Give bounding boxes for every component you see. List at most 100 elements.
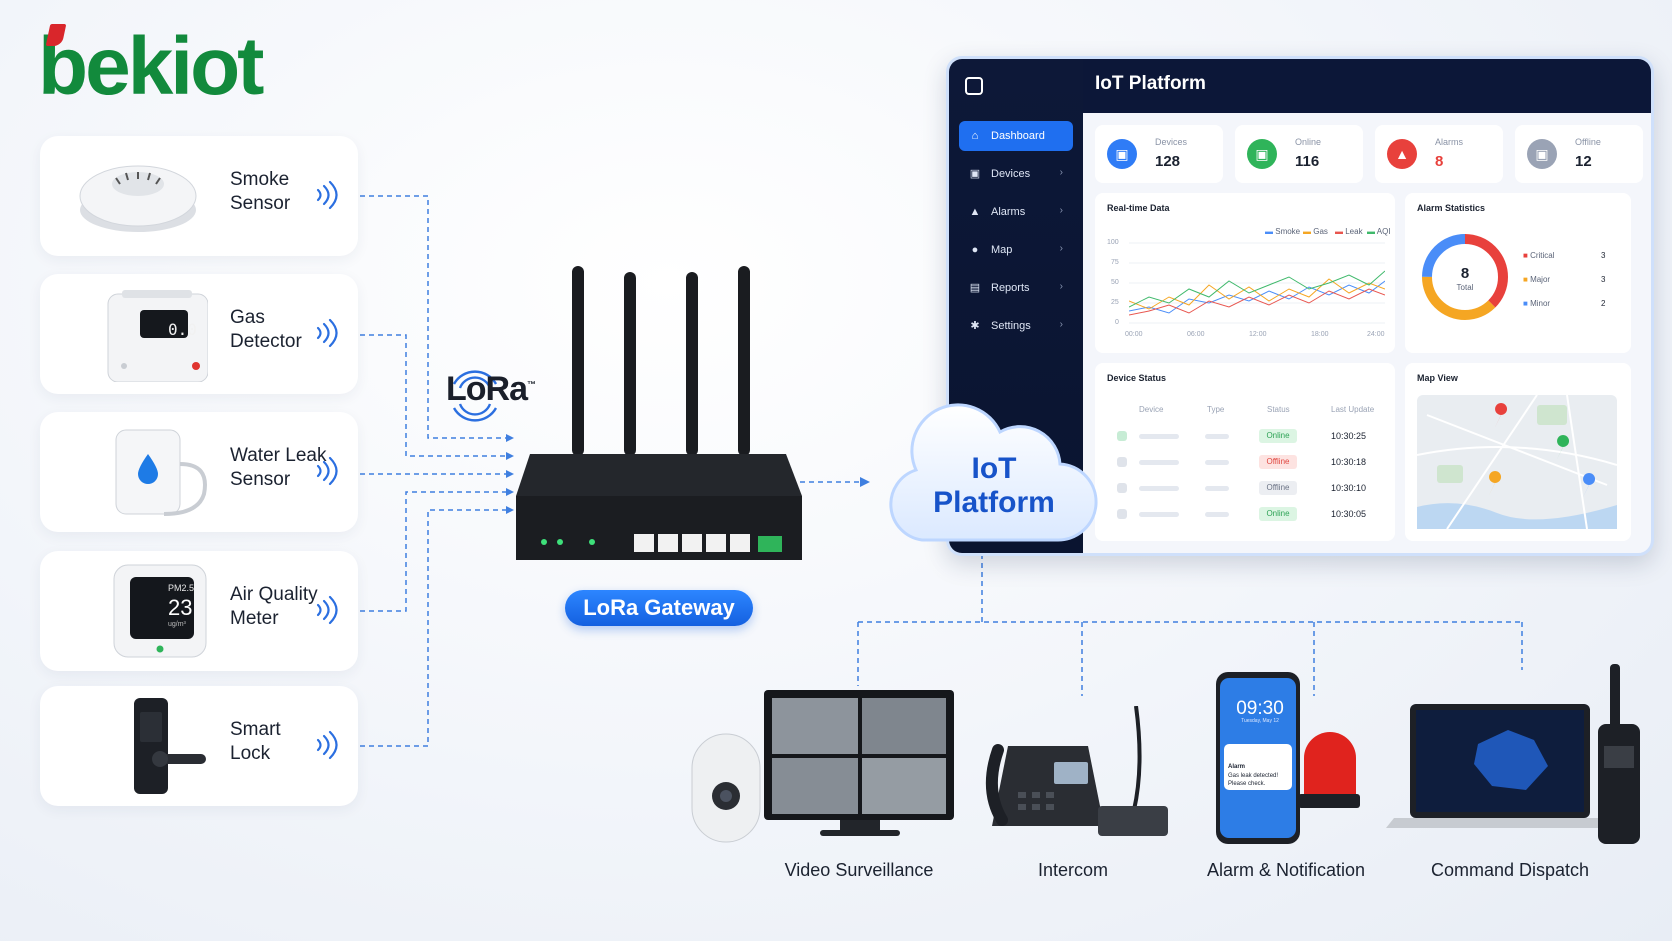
table-header: Status: [1267, 405, 1290, 414]
wireless-signal-icon: [316, 318, 338, 348]
dashboard-title: IoT Platform: [1095, 73, 1206, 94]
wireless-signal-icon: [316, 730, 338, 760]
phone-date: Tuesday, May 12: [1241, 718, 1279, 724]
nav-label: Map: [991, 244, 1013, 256]
alarm-notification-icon: [1216, 672, 1360, 844]
video-surveillance-icon: [691, 690, 954, 843]
notification-title: Alarm: [1228, 764, 1246, 770]
air-quality-meter-icon: [113, 564, 207, 658]
device-name-redacted: [1139, 434, 1179, 439]
nav-item-map[interactable]: ●Map›: [959, 235, 1073, 265]
device-icon: [1117, 431, 1127, 441]
device-icon: [1117, 457, 1127, 467]
home-icon: ⌂: [971, 130, 979, 142]
dashboard-header: IoT Platform: [1083, 59, 1651, 113]
nav-item-alarms[interactable]: ▲Alarms›: [959, 197, 1073, 227]
nav-item-settings[interactable]: ✱Settings›: [959, 311, 1073, 341]
last-update: 10:30:18: [1331, 457, 1367, 467]
map-pin-red[interactable]: [1495, 403, 1508, 427]
chevron-right-icon: ›: [1059, 167, 1063, 178]
lora-trademark: ™: [527, 379, 536, 390]
alarm-item-major: ■ Major: [1523, 275, 1551, 284]
legend-gas: ▬ Gas: [1303, 227, 1328, 236]
map-pin-green[interactable]: [1557, 435, 1570, 459]
alarm-total-value: 8: [1460, 265, 1470, 282]
connector-lock: [360, 509, 512, 747]
command-dispatch-icon: [1386, 664, 1640, 844]
alarm-statistics-panel: Alarm Statistics 8 Total ■ Critical 3 ■ …: [1405, 193, 1631, 353]
air-display-unit: ug/m³: [168, 621, 186, 628]
map-view-panel[interactable]: Map View: [1405, 363, 1631, 541]
chevron-right-icon: ›: [1059, 243, 1063, 254]
connector-air: [360, 491, 512, 612]
notification-body: Please check.: [1228, 781, 1266, 787]
offline-icon: ▣: [1527, 139, 1557, 169]
nav-label: Reports: [991, 282, 1030, 294]
devices-icon: ▣: [1107, 139, 1137, 169]
x-tick: 18:00: [1311, 331, 1329, 338]
last-update: 10:30:05: [1331, 509, 1367, 519]
map-pin-yellow[interactable]: [1489, 471, 1502, 495]
lora-logo-text: LoRa: [446, 370, 528, 408]
panel-title: Map View: [1417, 373, 1458, 383]
y-tick: 25: [1111, 299, 1119, 306]
cloud-icon: [889, 403, 1098, 542]
stat-label: Alarms: [1435, 137, 1464, 147]
y-tick: 100: [1107, 239, 1119, 246]
realtime-data-panel: Real-time Data ▬ Smoke ▬ Gas ▬ Leak ▬ AQ…: [1095, 193, 1395, 353]
stat-value: 116: [1295, 153, 1320, 170]
nav-item-dashboard[interactable]: ⌂ Dashboard: [959, 121, 1073, 151]
stat-value: 12: [1575, 153, 1592, 170]
map-canvas[interactable]: [1417, 395, 1617, 529]
table-header: Device: [1139, 405, 1164, 414]
nav-item-devices[interactable]: ▣Devices›: [959, 159, 1073, 189]
x-tick: 00:00: [1125, 331, 1143, 338]
notification-body: Gas leak detected!: [1228, 773, 1279, 779]
wireless-signal-icon: [316, 180, 338, 210]
nav-label: Dashboard: [991, 130, 1045, 142]
nav-item-reports[interactable]: ▤Reports›: [959, 273, 1073, 303]
nav-label: Settings: [991, 320, 1031, 332]
device-icon: [1117, 483, 1127, 493]
chevron-right-icon: ›: [1059, 205, 1063, 216]
map-pin-blue[interactable]: [1583, 473, 1596, 497]
wireless-signal-icon: [316, 456, 338, 486]
endpoint-label-intercom: Intercom: [1037, 860, 1109, 880]
stat-value: 8: [1435, 153, 1444, 170]
x-tick: 24:00: [1367, 331, 1385, 338]
table-header: Last Update: [1331, 405, 1375, 414]
device-status-panel: Device Status Device Type Status Last Up…: [1095, 363, 1395, 541]
chevron-right-icon: ›: [1059, 319, 1063, 330]
water-leak-sensor-icon: [115, 429, 207, 516]
lora-logo: LoRa™: [446, 370, 536, 409]
device-name-redacted: [1139, 512, 1179, 517]
status-badge: Offline: [1259, 455, 1297, 469]
y-tick: 50: [1111, 279, 1119, 286]
alarm-item-critical: ■ Critical: [1523, 251, 1555, 260]
legend-smoke: ▬ Smoke: [1265, 227, 1301, 236]
legend-leak: ▬ Leak: [1335, 227, 1363, 236]
smoke-sensor-icon: [79, 165, 197, 232]
dashboard-logo-icon: [965, 77, 983, 95]
alarm-item-value: 2: [1601, 299, 1606, 308]
device-name-redacted: [1139, 460, 1179, 465]
panel-title: Device Status: [1107, 373, 1167, 383]
table-row[interactable]: Offline 10:30:18: [1105, 449, 1385, 475]
